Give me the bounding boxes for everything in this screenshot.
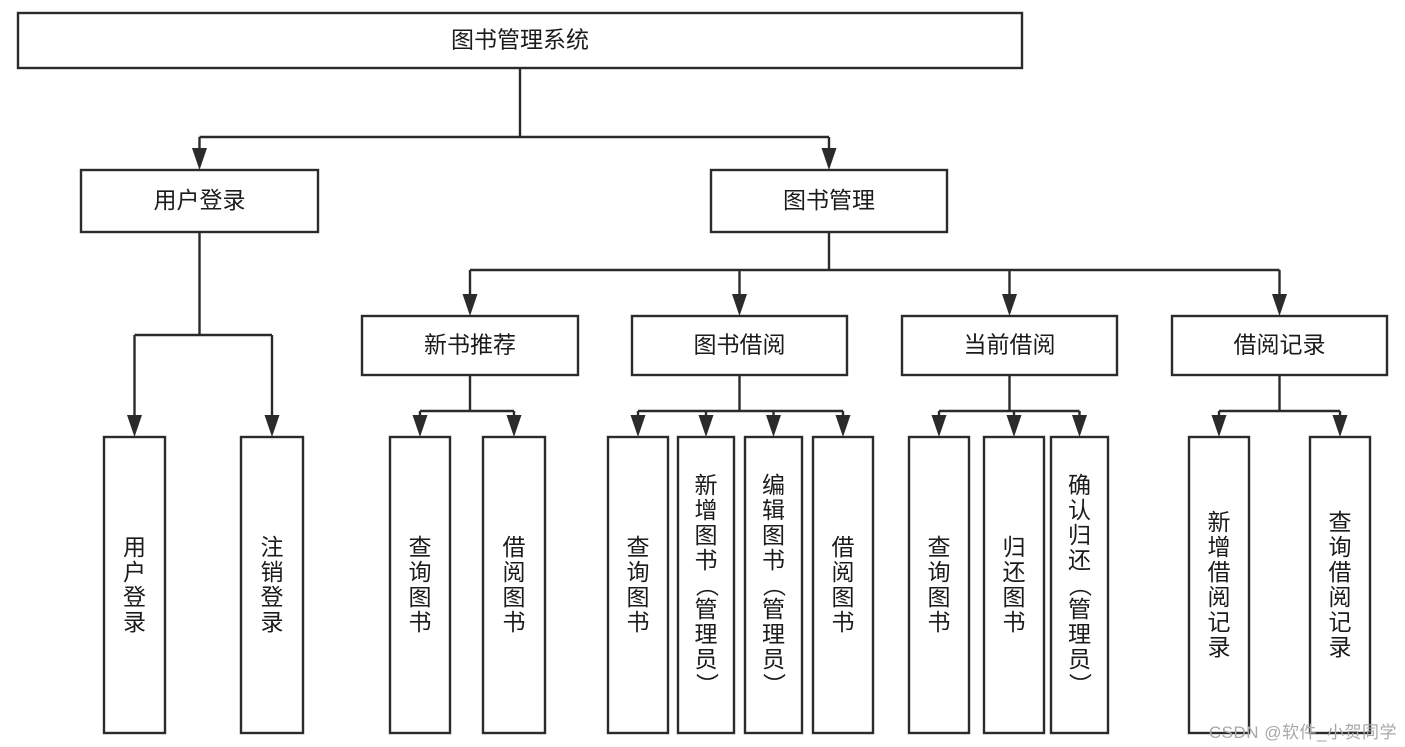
root-box-0[interactable] (16, 11, 1024, 70)
level2-label-0: 用户登录 (154, 187, 246, 213)
leaf-box-2[interactable] (388, 435, 452, 735)
arrow-head-leaf-1-3 (835, 415, 851, 437)
arrow-head-userlogin-leaf-1 (264, 415, 280, 437)
csdn-watermark: CSDN @软件_小贺同学 (1208, 723, 1397, 742)
level3-box-3[interactable] (1170, 314, 1389, 377)
arrow-head-leaf-1-2 (766, 415, 781, 437)
arrow-head-leaf-0-1 (506, 415, 522, 437)
root-label-0: 图书管理系统 (451, 27, 589, 53)
leaf-box-8[interactable] (907, 435, 971, 735)
leaf-box-6[interactable] (743, 435, 804, 735)
level2-box-0[interactable] (79, 168, 320, 234)
level3-label-1: 图书借阅 (694, 332, 786, 358)
leaf-box-11[interactable] (1187, 435, 1251, 735)
level3-box-2[interactable] (900, 314, 1119, 377)
level3-box-0[interactable] (360, 314, 580, 377)
arrow-head-leaf-1-0 (630, 415, 646, 437)
level2-label-1: 图书管理 (783, 187, 875, 213)
leaf-box-7[interactable] (811, 435, 875, 735)
arrow-head-level3-3 (1272, 294, 1287, 316)
arrow-head-leaf-3-0 (1211, 415, 1227, 437)
leaf-box-5[interactable] (676, 435, 736, 735)
level3-label-2: 当前借阅 (964, 332, 1056, 358)
connector-lines (127, 68, 1348, 437)
leaf-box-4[interactable] (606, 435, 670, 735)
node-boxes (16, 11, 1389, 735)
arrow-head-level2-0 (192, 148, 207, 170)
arrow-head-leaf-2-0 (931, 415, 947, 437)
arrow-head-level2-1 (821, 148, 837, 170)
leaf-box-9[interactable] (982, 435, 1046, 735)
arrow-head-leaf-0-0 (412, 415, 428, 437)
leaf-box-3[interactable] (481, 435, 547, 735)
arrow-head-leaf-2-1 (1006, 415, 1022, 437)
arrow-head-leaf-1-1 (698, 415, 714, 437)
arrow-head-level3-1 (732, 294, 747, 316)
leaf-box-10[interactable] (1049, 435, 1110, 735)
level3-label-0: 新书推荐 (424, 332, 516, 358)
arrow-head-leaf-3-1 (1332, 415, 1348, 437)
arrow-head-leaf-2-2 (1072, 415, 1087, 437)
level3-box-1[interactable] (630, 314, 849, 377)
arrow-head-level3-0 (462, 294, 478, 316)
level2-box-1[interactable] (709, 168, 949, 234)
leaf-box-0[interactable] (102, 435, 167, 735)
arrow-head-userlogin-leaf-0 (127, 415, 142, 437)
leaf-box-1[interactable] (239, 435, 305, 735)
leaf-box-12[interactable] (1308, 435, 1372, 735)
arrow-head-level3-2 (1002, 294, 1017, 316)
level3-label-3: 借阅记录 (1234, 332, 1326, 358)
